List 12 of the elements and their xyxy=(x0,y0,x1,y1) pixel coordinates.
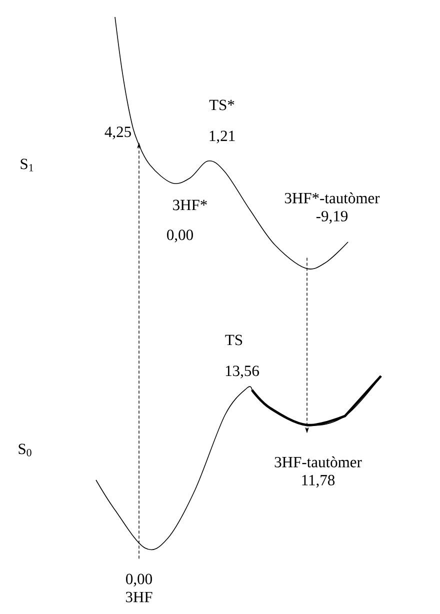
energy-label: 1,21 xyxy=(210,130,235,144)
energy-label: 0,00 xyxy=(167,230,193,242)
energy-label: TS* xyxy=(209,100,234,110)
energy-label: 4,25 xyxy=(104,126,131,140)
energy-label: 0,00 3HF xyxy=(126,574,152,602)
energy-label: 3HF*-tautòmer -9,19 xyxy=(284,192,380,224)
energy-label: TS xyxy=(225,334,242,346)
energy-label: 13,56 xyxy=(226,366,259,378)
energy-label: S$_{1}$ xyxy=(20,158,34,172)
energy-label: S$_{0}$ xyxy=(18,444,32,456)
energy-label: 3HF-tautòmer 11,78 xyxy=(274,456,362,488)
energy-label: 3HF* xyxy=(173,200,207,210)
